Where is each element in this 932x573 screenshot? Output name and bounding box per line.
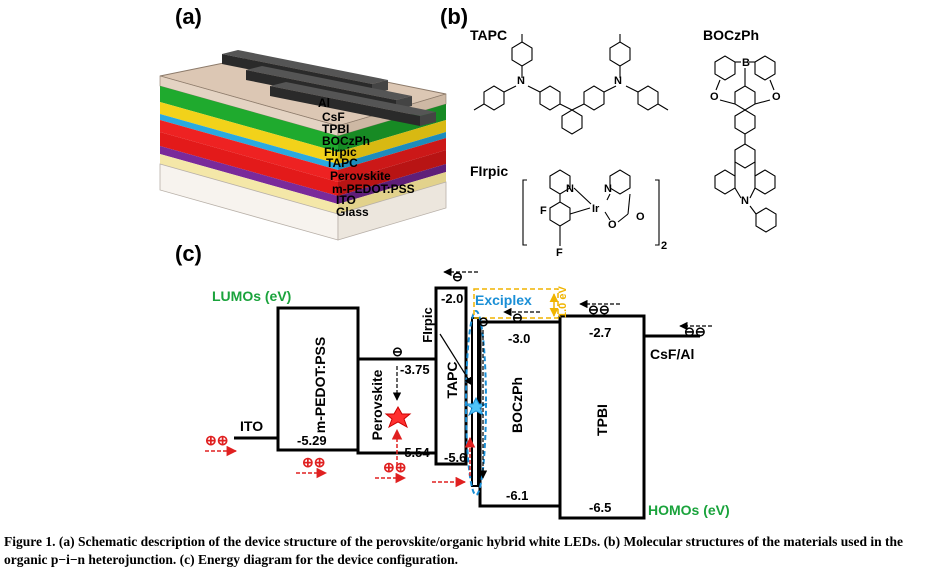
- al-electrodes: [222, 50, 436, 126]
- boczph-n: N: [741, 195, 749, 207]
- boczph-box: [478, 320, 562, 508]
- boczph-lumo-value: -3.0: [508, 331, 530, 346]
- perovskite-label: Perovskite: [369, 369, 385, 440]
- tapc-electron: ⊖: [452, 269, 463, 284]
- perovskite-holes: ⊕⊕: [383, 459, 406, 475]
- tapc-structure: N N: [473, 34, 669, 135]
- csf-al-label: CsF/Al: [650, 346, 694, 362]
- perovskite-homo-value: -5.54: [400, 445, 430, 460]
- layer-label-tapc: TAPC: [326, 156, 358, 170]
- firpic-f-1: F: [540, 205, 547, 217]
- cathode-electrons: ⊖⊖: [684, 324, 706, 339]
- tapc-label: TAPC: [444, 361, 460, 398]
- firpic-o-2: O: [636, 211, 645, 223]
- boczph-structure-label: BOCzPh: [703, 27, 759, 43]
- pedot-holes: ⊕⊕: [302, 454, 325, 470]
- firpic-subscript: 2: [661, 240, 667, 252]
- tapc-n-left: N: [517, 75, 525, 87]
- tpbi-box: [558, 314, 646, 520]
- firpic-structure-label: FIrpic: [470, 163, 508, 179]
- tpbi-homo-value: -6.5: [589, 500, 611, 515]
- boczph-homo-value: -6.1: [506, 488, 528, 503]
- pedot-homo-value: -5.29: [297, 433, 327, 448]
- pedot-label: m-PEDOT:PSS: [312, 337, 328, 433]
- layer-label-glass: Glass: [336, 205, 369, 219]
- perovskite-lumo-value: -3.75: [400, 362, 430, 377]
- stack-layers: [159, 75, 447, 241]
- lumos-label: LUMOs (eV): [212, 288, 291, 304]
- figure-graphics: Al CsF TPBI BOCzPh FIrpic TAPC Perovskit…: [159, 27, 781, 520]
- tapc-structure-label: TAPC: [470, 27, 507, 43]
- tpbi-label: TPBI: [594, 404, 610, 436]
- tapc-lumo-value: -2.0: [441, 291, 463, 306]
- boczph-b: B: [742, 57, 750, 69]
- firpic-pointer: [439, 333, 473, 386]
- panel-label-b: (b): [440, 4, 469, 29]
- layer-label-csf: CsF: [322, 110, 345, 124]
- tapc-n-right: N: [614, 75, 622, 87]
- ito-holes: ⊕⊕: [205, 432, 228, 448]
- perovskite-electron: ⊖: [392, 344, 403, 359]
- firpic-ir: Ir: [592, 203, 600, 215]
- figure-caption: Figure 1. (a) Schematic description of t…: [4, 534, 904, 567]
- layer-label-al: Al: [318, 96, 330, 110]
- tpbi-electrons: ⊖⊖: [588, 302, 610, 317]
- molecular-structures: TAPC N N: [470, 27, 781, 259]
- exciplex-label: Exciplex: [475, 292, 532, 308]
- firpic-label: FIrpic: [420, 307, 435, 342]
- layer-label-tpbi: TPBI: [322, 122, 349, 136]
- ito-label: ITO: [240, 418, 263, 434]
- firpic-o-1: O: [608, 219, 617, 231]
- energy-diagram: LUMOs (eV) HOMOs (eV) ITO m-PEDOT:PSS Pe…: [205, 267, 730, 520]
- boczph-electron: ⊖: [512, 310, 523, 325]
- firpic-n-1: N: [566, 183, 574, 195]
- panel-label-a: (a): [175, 4, 202, 29]
- homos-label: HOMOs (eV): [648, 502, 730, 518]
- exciplex-emission-icon: [464, 396, 488, 417]
- tpbi-lumo-value: -2.7: [589, 325, 611, 340]
- firpic-electron: ⊖: [478, 314, 489, 329]
- exciplex-ellipse: [465, 310, 487, 496]
- boczph-label: BOCzPh: [509, 377, 525, 433]
- carriers: ⊕⊕ ⊕⊕ ⊕⊕ ⊖ ⊖ ⊖ ⊖ ⊖⊖ ⊖⊖: [205, 267, 712, 488]
- firpic-structure: 2 N F F Ir N O O: [522, 169, 667, 259]
- firpic-f-2: F: [556, 247, 563, 259]
- layer-labels: Al CsF TPBI BOCzPh FIrpic TAPC Perovskit…: [318, 96, 415, 219]
- perovskite-emission-icon: [384, 405, 412, 429]
- boczph-o-left: O: [710, 91, 719, 103]
- device-stack: Al CsF TPBI BOCzPh FIrpic TAPC Perovskit…: [159, 50, 447, 241]
- layer-label-ito: ITO: [336, 193, 356, 207]
- layer-label-pedot: m-PEDOT:PSS: [332, 182, 415, 196]
- layer-label-perovskite: Perovskite: [330, 169, 391, 183]
- layer-label-boczph: BOCzPh: [322, 134, 370, 148]
- pedot-box: [276, 306, 360, 452]
- boczph-o-right: O: [772, 91, 781, 103]
- tapc-homo-value: -5.6: [444, 450, 466, 465]
- gap-label: 1.0 eV: [557, 286, 569, 318]
- firpic-n-2: N: [604, 183, 612, 195]
- layer-label-firpic: FIrpic: [324, 145, 357, 159]
- panel-label-c: (c): [175, 241, 202, 266]
- boczph-structure: B O O N: [710, 55, 781, 233]
